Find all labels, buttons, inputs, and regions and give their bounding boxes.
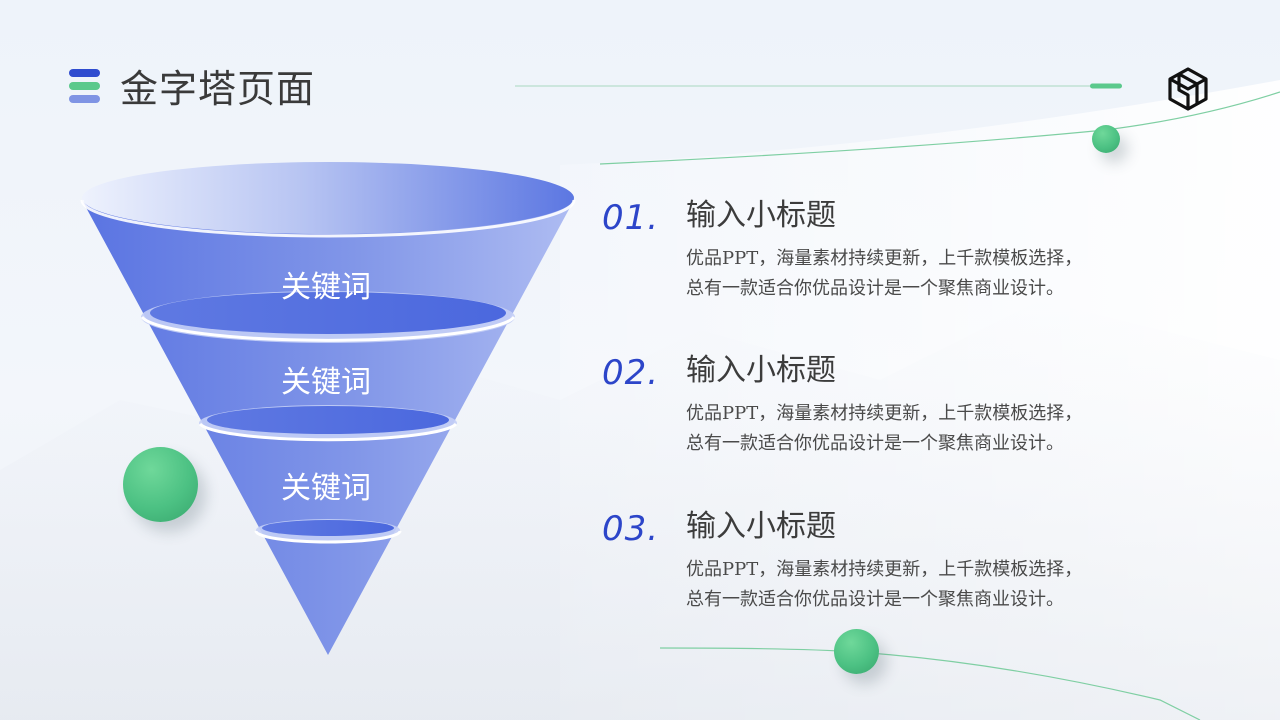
decorative-green-ball xyxy=(1092,125,1120,153)
decorative-green-ball xyxy=(834,629,879,674)
funnel-level-2-label: 关键词 xyxy=(281,365,371,400)
cube-logo-icon xyxy=(1168,67,1208,111)
item-description: 优品PPT，海量素材持续更新，上千款模板选择， 总有一款适合你优品设计是一个聚焦… xyxy=(686,559,1083,610)
funnel-diagram xyxy=(80,162,576,655)
funnel-level-1-label: 关键词 xyxy=(281,270,371,305)
item-number: 01. xyxy=(602,198,660,238)
decorative-green-ball xyxy=(123,447,198,522)
item-title: 输入小标题 xyxy=(686,509,836,544)
item-title: 输入小标题 xyxy=(686,353,836,388)
top-curve-line xyxy=(599,91,1280,165)
header-accent-dash xyxy=(1090,83,1122,89)
item-title: 输入小标题 xyxy=(686,198,836,233)
funnel-level-3-label: 关键词 xyxy=(281,471,371,506)
item-description: 优品PPT，海量素材持续更新，上千款模板选择， 总有一款适合你优品设计是一个聚焦… xyxy=(686,403,1083,454)
item-description: 优品PPT，海量素材持续更新，上千款模板选择， 总有一款适合你优品设计是一个聚焦… xyxy=(686,248,1083,299)
item-number: 03. xyxy=(602,509,660,549)
item-number: 02. xyxy=(602,353,660,393)
page-title: 金字塔页面 xyxy=(120,67,316,111)
menu-bars-icon xyxy=(69,69,101,105)
